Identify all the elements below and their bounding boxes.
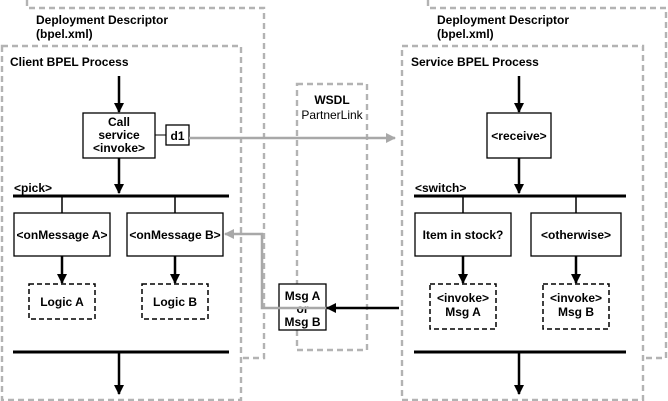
client-deployment-descriptor: Deployment Descriptor (bpel.xml) [25,0,266,360]
client-bpel-process: Client BPEL Process [0,44,243,401]
item-in-stock-label: Item in stock? [423,228,504,242]
pick-label: <pick> [14,181,52,195]
invoke-a-line1: <invoke> [437,291,489,305]
service-bpel-process: Service BPEL Process [400,44,645,401]
service-process-title: Service BPEL Process [411,55,539,69]
wsdl-partnerlink-region: WSDL PartnerLink [295,82,369,352]
invoke-msg-b-box: <invoke> Msg B [542,283,610,330]
receive-box: <receive> [486,112,552,159]
otherwise-label: <otherwise> [541,228,611,242]
invoke-line1: Call [108,115,130,129]
logic-b-label: Logic B [153,295,197,309]
client-process-title: Client BPEL Process [10,55,129,69]
invoke-b-line1: <invoke> [550,291,602,305]
msg-line1: Msg A [285,289,321,303]
client-invoke-box: Call service <invoke> [82,112,156,159]
on-message-b-label: <onMessage B> [129,228,220,242]
invoke-b-line2: Msg B [558,305,594,319]
invoke-a-line2: Msg A [445,305,481,319]
on-message-a-box: <onMessage A> [13,212,111,257]
switch-bar: <switch> [414,181,626,213]
reply-to-on-message-b-arrow [224,229,326,310]
invoke-msg-a-box: <invoke> Msg A [429,283,497,330]
item-in-stock-box: Item in stock? [414,212,512,257]
pick-bar: <pick> [13,181,229,213]
switch-label: <switch> [415,181,466,195]
client-dd-title: Deployment Descriptor [36,13,168,27]
receive-label: <receive> [491,129,546,143]
service-deployment-descriptor: Deployment Descriptor (bpel.xml) [426,0,668,360]
otherwise-box: <otherwise> [530,212,622,257]
wsdl-subtitle: PartnerLink [301,108,363,122]
d1-variable-box: d1 [165,124,190,146]
logic-a-box: Logic A [28,283,96,320]
invoke-line2: service [98,128,140,142]
on-message-b-box: <onMessage B> [126,212,224,257]
invoke-line3: <invoke> [93,141,145,155]
msg-line3: Msg B [285,315,321,329]
service-dd-file: (bpel.xml) [437,27,494,41]
logic-b-box: Logic B [141,283,209,320]
service-dd-title: Deployment Descriptor [437,13,569,27]
d1-label: d1 [170,129,184,143]
wsdl-title: WSDL [314,93,349,107]
logic-a-label: Logic A [40,295,84,309]
client-dd-file: (bpel.xml) [36,27,93,41]
on-message-a-label: <onMessage A> [17,228,108,242]
